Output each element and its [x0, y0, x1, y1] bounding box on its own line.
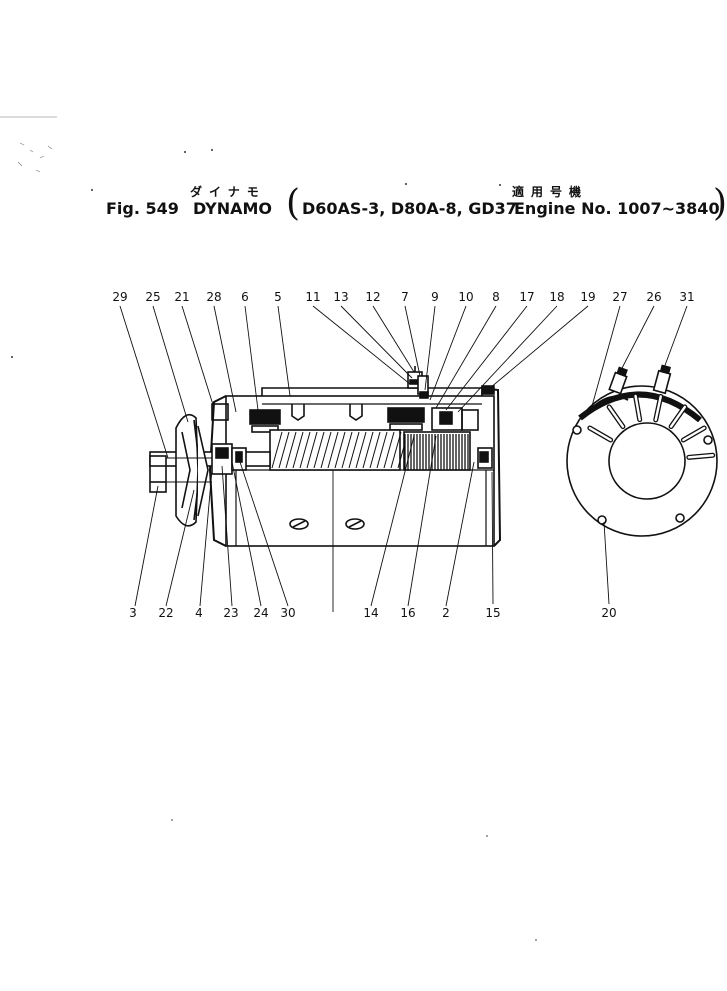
callout-21: 21 — [174, 290, 189, 304]
shaft — [149, 451, 271, 467]
callouts-top: 29 25 21 28 6 5 11 13 12 7 9 10 8 17 18 19 27 26 31 — [112, 290, 694, 304]
callout-26: 26 — [646, 290, 661, 304]
callout-6: 6 — [241, 290, 249, 304]
armature-core — [269, 429, 401, 471]
top-cover — [261, 387, 483, 396]
terminal-stud — [407, 366, 429, 399]
callout-15: 15 — [485, 606, 500, 620]
callouts-bottom: 3 22 4 23 24 30 14 16 2 15 20 — [129, 606, 616, 620]
open-parenthesis: ( — [286, 183, 301, 224]
callout-28: 28 — [206, 290, 221, 304]
callout-7: 7 — [401, 290, 409, 304]
callout-10: 10 — [458, 290, 473, 304]
scan-specks — [11, 149, 537, 941]
engine-number-range: Engine No. 1007~3840 — [514, 199, 720, 218]
callout-30: 30 — [280, 606, 295, 620]
callout-9: 9 — [431, 290, 439, 304]
end-terminal-31 — [652, 364, 672, 395]
callout-24: 24 — [253, 606, 268, 620]
field-coil-rear — [387, 407, 425, 423]
part-name: DYNAMO — [193, 199, 272, 218]
field-coil-front — [249, 409, 281, 425]
scan-artifact — [0, 116, 57, 173]
callout-13: 13 — [333, 290, 348, 304]
callout-2: 2 — [442, 606, 450, 620]
end-view — [566, 364, 718, 537]
v-belt-pulley — [166, 413, 212, 527]
callout-29: 29 — [112, 290, 127, 304]
jp-part-name: ダイナモ — [190, 185, 266, 199]
callout-14: 14 — [363, 606, 378, 620]
callout-8: 8 — [492, 290, 500, 304]
callout-19: 19 — [580, 290, 595, 304]
callout-17: 17 — [519, 290, 534, 304]
callout-4: 4 — [195, 606, 203, 620]
callout-11: 11 — [305, 290, 320, 304]
callout-16: 16 — [400, 606, 415, 620]
jp-applicable-label: 適用号機 — [512, 185, 589, 199]
callout-31: 31 — [679, 290, 694, 304]
leader-lines — [119, 305, 688, 612]
callout-20: 20 — [601, 606, 616, 620]
end-terminal-26 — [608, 366, 628, 395]
pulley-nut — [149, 455, 167, 493]
callout-18: 18 — [549, 290, 564, 304]
callout-22: 22 — [158, 606, 173, 620]
center-boss — [608, 422, 686, 500]
callout-3: 3 — [129, 606, 137, 620]
applicable-models: D60AS-3, D80A-8, GD37 — [302, 199, 517, 218]
callout-27: 27 — [612, 290, 627, 304]
front-end-frame — [208, 395, 227, 547]
callout-12: 12 — [365, 290, 380, 304]
figure-number: Fig. 549 — [106, 199, 179, 218]
callout-23: 23 — [223, 606, 238, 620]
callout-25: 25 — [145, 290, 160, 304]
ventilation-slots — [587, 393, 716, 460]
close-parenthesis: ) — [713, 183, 727, 224]
callout-5: 5 — [274, 290, 282, 304]
dynamo-side-view — [149, 366, 502, 547]
pole-screw-lower — [289, 518, 365, 530]
